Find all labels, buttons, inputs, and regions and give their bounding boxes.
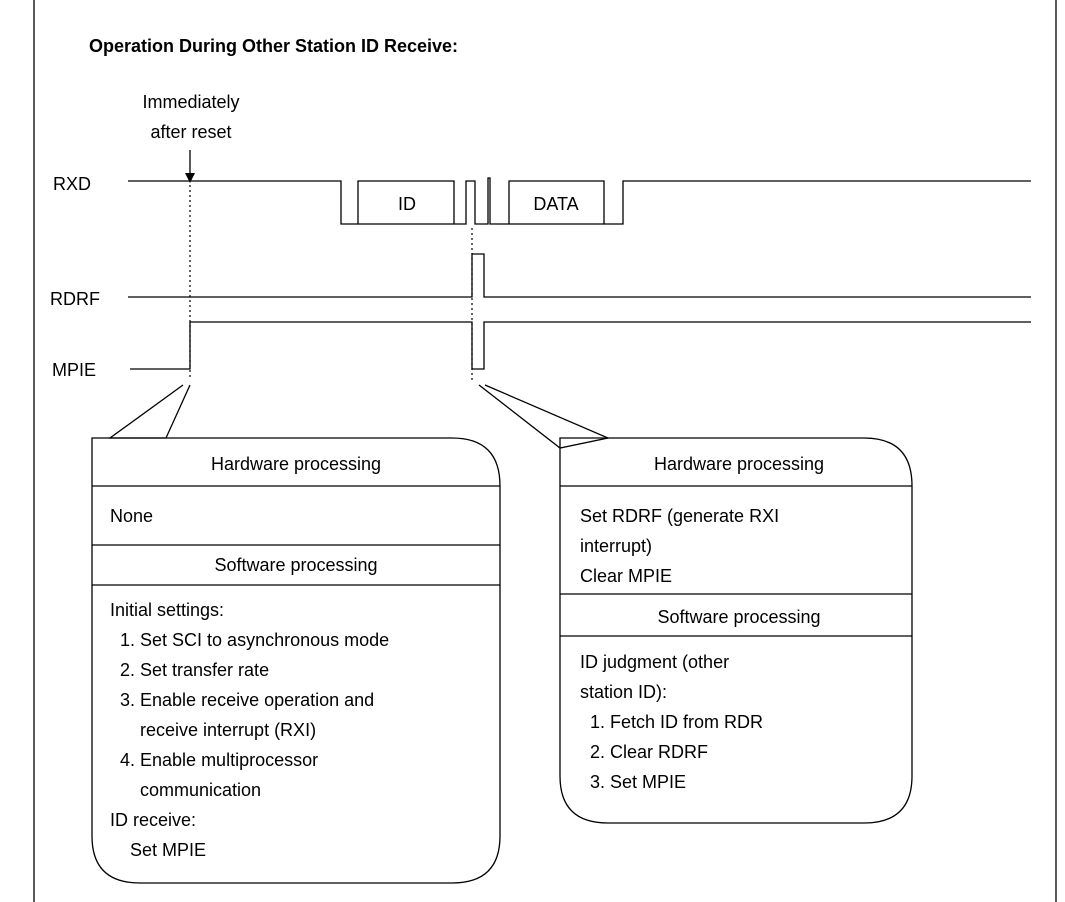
left-software-line: Initial settings: — [110, 600, 224, 620]
right-hardware-line: interrupt) — [580, 536, 652, 556]
left-box-outline — [91, 437, 501, 884]
right-software-lines: ID judgment (other station ID): 1. Fetch … — [580, 652, 763, 792]
right-software-heading: Software processing — [657, 607, 820, 627]
rxd-waveform — [128, 177, 1031, 225]
left-software-line: receive interrupt (RXI) — [110, 720, 316, 740]
mpie-waveform — [130, 321, 1031, 370]
right-box-outline — [559, 437, 913, 824]
right-software-line: ID judgment (other — [580, 652, 729, 672]
signal-label-rxd: RXD — [53, 174, 91, 194]
right-software-line: 1. Fetch ID from RDR — [580, 712, 763, 732]
right-software-line: 2. Clear RDRF — [580, 742, 708, 762]
right-software-line: 3. Set MPIE — [580, 772, 686, 792]
left-hardware-line: None — [110, 506, 153, 526]
left-software-line: communication — [110, 780, 261, 800]
left-software-line: 2. Set transfer rate — [110, 660, 269, 680]
right-callout-wedge — [478, 384, 611, 449]
rxd-data-frame-label: DATA — [533, 194, 578, 214]
right-hardware-lines: Set RDRF (generate RXI interrupt) Clear MP… — [580, 506, 779, 586]
signal-label-rdrf: RDRF — [50, 289, 100, 309]
diagram-title: Operation During Other Station ID Receiv… — [89, 36, 458, 56]
left-software-lines: Initial settings: 1. Set SCI to asynchro… — [110, 600, 389, 860]
left-processing-box: Hardware processing None Software proces… — [91, 437, 501, 884]
left-software-line: Set MPIE — [110, 840, 206, 860]
rdrf-waveform — [128, 253, 1031, 298]
left-software-line: 3. Enable receive operation and — [110, 690, 374, 710]
left-hardware-heading: Hardware processing — [211, 454, 381, 474]
left-hardware-lines: None — [110, 506, 153, 526]
right-software-line: station ID): — [580, 682, 667, 702]
annotation-line-2: after reset — [150, 122, 231, 142]
left-software-heading: Software processing — [214, 555, 377, 575]
right-hardware-heading: Hardware processing — [654, 454, 824, 474]
left-software-line: 1. Set SCI to asynchronous mode — [110, 630, 389, 650]
annotation-line-1: Immediately — [142, 92, 239, 112]
right-processing-box: Hardware processing Set RDRF (generate R… — [559, 437, 913, 824]
right-hardware-line: Set RDRF (generate RXI — [580, 506, 779, 526]
rxd-id-frame-label: ID — [398, 194, 416, 214]
left-software-line: ID receive: — [110, 810, 196, 830]
left-software-line: 4. Enable multiprocessor — [110, 750, 318, 770]
signal-label-mpie: MPIE — [52, 360, 96, 380]
left-callout-wedge — [107, 384, 191, 439]
right-hardware-line: Clear MPIE — [580, 566, 672, 586]
